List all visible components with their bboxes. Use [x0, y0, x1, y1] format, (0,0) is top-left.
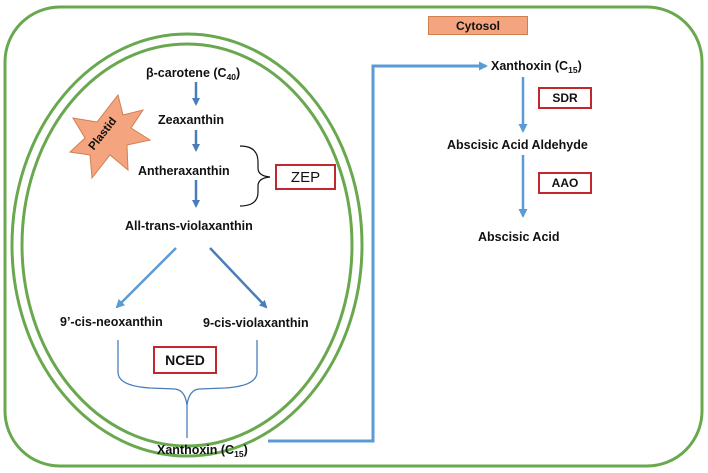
plastid-inner-membrane	[20, 42, 354, 448]
all-trans-violaxanthin-label: All-trans-violaxanthin	[125, 219, 253, 233]
arrow-violaxanthin-neoxanthin	[115, 247, 177, 309]
arrow-xanthoxin-transport	[268, 61, 488, 443]
nced-enzyme-box: NCED	[153, 346, 217, 374]
sdr-enzyme-box: SDR	[538, 87, 592, 109]
cell-boundary	[3, 5, 704, 468]
xanthoxin-plastid-label: Xanthoxin (C15)	[157, 443, 248, 459]
abscisic-acid-label: Abscisic Acid	[478, 230, 560, 244]
aao-enzyme-box: AAO	[538, 172, 592, 194]
zep-enzyme-box: ZEP	[275, 164, 336, 190]
abscisic-acid-aldehyde-label: Abscisic Acid Aldehyde	[447, 138, 588, 152]
beta-carotene-label: β-carotene (C40)	[146, 66, 241, 82]
neoxanthin-label: 9’-cis-neoxanthin	[60, 315, 163, 329]
cis-violaxanthin-label: 9-cis-violaxanthin	[203, 316, 309, 330]
cytosol-label: Cytosol	[428, 16, 528, 35]
antheraxanthin-label: Antheraxanthin	[138, 164, 230, 178]
plastid-outer-membrane	[10, 32, 364, 458]
zeaxanthin-label: Zeaxanthin	[158, 113, 224, 127]
xanthoxin-cytosol-label: Xanthoxin (C15)	[491, 59, 582, 75]
plastid-badge-shape	[68, 93, 152, 180]
arrow-violaxanthin-cis-violaxanthin	[209, 247, 268, 309]
zep-bracket	[239, 145, 271, 207]
